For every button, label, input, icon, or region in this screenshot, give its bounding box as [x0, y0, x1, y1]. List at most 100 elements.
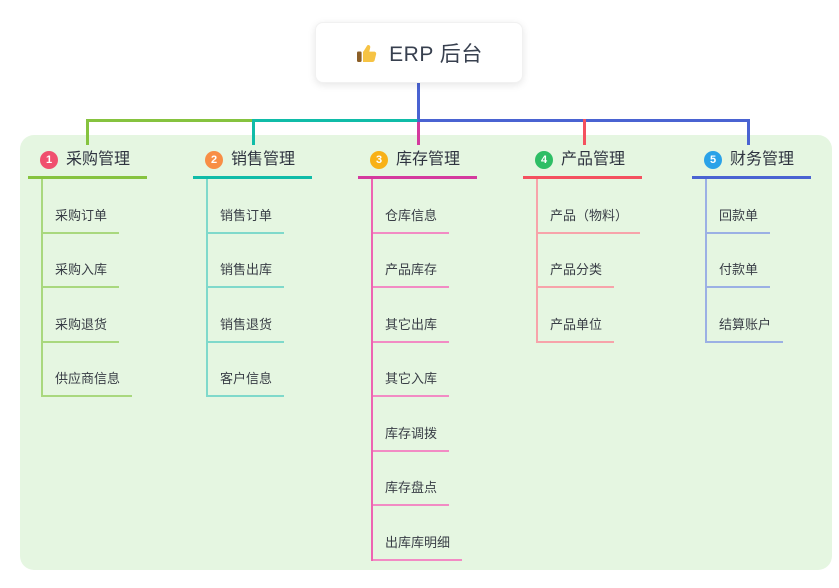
- branch-column: 2 销售管理 销售订单 销售出库 销售退货 客户信息: [193, 143, 312, 397]
- branch-node[interactable]: 3 库存管理: [358, 143, 477, 179]
- child-label: 产品库存: [385, 262, 438, 277]
- branch-label: 采购管理: [66, 151, 131, 168]
- branch-number-badge: 1: [40, 151, 58, 169]
- child-node[interactable]: 结算账户: [705, 316, 784, 343]
- child-row: 采购退货: [41, 288, 147, 343]
- child-node[interactable]: 仓库信息: [371, 207, 450, 234]
- branch-trunk-line: [206, 179, 208, 397]
- child-row: 供应商信息: [41, 343, 147, 397]
- branch-label: 库存管理: [396, 151, 461, 168]
- branch-children: 仓库信息 产品库存 其它出库 其它入库 库存调拨 库存盘点 出库库明细: [371, 179, 477, 561]
- child-node[interactable]: 出库库明细: [371, 534, 463, 561]
- branch-trunk-line: [536, 179, 538, 343]
- child-label: 产品（物料）: [550, 207, 629, 223]
- child-node[interactable]: 产品库存: [371, 261, 450, 288]
- connector-drop: [747, 119, 750, 145]
- child-row: 产品分类: [536, 234, 642, 288]
- child-row: 出库库明细: [371, 506, 477, 561]
- branch-column: 5 财务管理 回款单 付款单 结算账户: [692, 143, 811, 343]
- child-label: 产品单位: [550, 316, 603, 332]
- child-node[interactable]: 采购退货: [41, 316, 120, 343]
- branch-label: 销售管理: [231, 151, 296, 168]
- child-label: 采购退货: [55, 316, 108, 332]
- connector-drop: [252, 119, 255, 145]
- child-row: 库存调拨: [371, 397, 477, 452]
- child-label: 客户信息: [220, 371, 273, 386]
- child-row: 销售出库: [206, 234, 312, 288]
- branch-children: 采购订单 采购入库 采购退货 供应商信息: [41, 179, 147, 397]
- child-row: 其它入库: [371, 343, 477, 397]
- branch-children: 产品（物料） 产品分类 产品单位: [536, 179, 642, 343]
- branch-node[interactable]: 4 产品管理: [523, 143, 642, 179]
- child-row: 产品单位: [536, 288, 642, 343]
- branches-background-panel: [20, 135, 832, 570]
- child-node[interactable]: 销售出库: [206, 261, 285, 288]
- child-label: 销售订单: [220, 207, 273, 223]
- child-label: 供应商信息: [55, 371, 121, 386]
- child-row: 销售退货: [206, 288, 312, 343]
- branch-node[interactable]: 5 财务管理: [692, 143, 811, 179]
- branch-trunk-line: [41, 179, 43, 397]
- child-label: 库存盘点: [385, 480, 438, 495]
- branch-number-badge: 4: [535, 151, 553, 169]
- child-node[interactable]: 销售订单: [206, 207, 285, 234]
- root-node[interactable]: ERP 后台: [315, 22, 523, 83]
- child-row: 其它出库: [371, 288, 477, 343]
- child-label: 仓库信息: [385, 207, 438, 223]
- root-title: ERP 后台: [389, 42, 483, 66]
- branch-children: 销售订单 销售出库 销售退货 客户信息: [206, 179, 312, 397]
- child-label: 产品分类: [550, 262, 603, 277]
- branch-number-badge: 3: [370, 151, 388, 169]
- branch-node[interactable]: 2 销售管理: [193, 143, 312, 179]
- child-row: 仓库信息: [371, 179, 477, 234]
- child-label: 回款单: [719, 207, 759, 223]
- child-row: 付款单: [705, 234, 811, 288]
- child-row: 采购入库: [41, 234, 147, 288]
- child-label: 其它入库: [385, 371, 438, 386]
- child-node[interactable]: 采购入库: [41, 261, 120, 288]
- child-label: 库存调拨: [385, 425, 438, 441]
- child-node[interactable]: 其它入库: [371, 370, 450, 397]
- child-row: 库存盘点: [371, 452, 477, 506]
- child-node[interactable]: 客户信息: [206, 370, 285, 397]
- child-row: 结算账户: [705, 288, 811, 343]
- branch-trunk-line: [705, 179, 707, 343]
- child-label: 销售退货: [220, 316, 273, 332]
- child-node[interactable]: 产品单位: [536, 316, 615, 343]
- child-node[interactable]: 产品分类: [536, 261, 615, 288]
- connector-drop: [86, 119, 89, 145]
- child-row: 回款单: [705, 179, 811, 234]
- branch-column: 4 产品管理 产品（物料） 产品分类 产品单位: [523, 143, 642, 343]
- child-node[interactable]: 供应商信息: [41, 370, 133, 397]
- child-row: 采购订单: [41, 179, 147, 234]
- child-label: 销售出库: [220, 262, 273, 277]
- branch-number-badge: 2: [205, 151, 223, 169]
- branch-number-badge: 5: [704, 151, 722, 169]
- child-node[interactable]: 销售退货: [206, 316, 285, 343]
- child-node[interactable]: 采购订单: [41, 207, 120, 234]
- branch-label: 产品管理: [561, 151, 626, 168]
- connector-drop: [583, 119, 586, 145]
- child-node[interactable]: 付款单: [705, 261, 771, 288]
- child-node[interactable]: 库存盘点: [371, 479, 450, 506]
- branch-node[interactable]: 1 采购管理: [28, 143, 147, 179]
- branch-column: 1 采购管理 采购订单 采购入库 采购退货 供应商信息: [28, 143, 147, 397]
- connector-drop: [417, 122, 420, 145]
- branch-column: 3 库存管理 仓库信息 产品库存 其它出库 其它入库 库存调拨 库存盘点: [358, 143, 477, 561]
- child-label: 其它出库: [385, 316, 438, 332]
- child-node[interactable]: 其它出库: [371, 316, 450, 343]
- child-label: 付款单: [719, 262, 759, 277]
- child-node[interactable]: 产品（物料）: [536, 207, 641, 234]
- child-node[interactable]: 回款单: [705, 207, 771, 234]
- thumbs-up-icon: [357, 44, 377, 62]
- child-row: 产品库存: [371, 234, 477, 288]
- branch-trunk-line: [371, 179, 373, 561]
- connector-bus-segment: [252, 119, 420, 122]
- child-node[interactable]: 库存调拨: [371, 425, 450, 452]
- connector-bus-segment: [86, 119, 255, 122]
- child-row: 销售订单: [206, 179, 312, 234]
- branch-children: 回款单 付款单 结算账户: [705, 179, 811, 343]
- branch-label: 财务管理: [730, 151, 795, 168]
- child-row: 产品（物料）: [536, 179, 642, 234]
